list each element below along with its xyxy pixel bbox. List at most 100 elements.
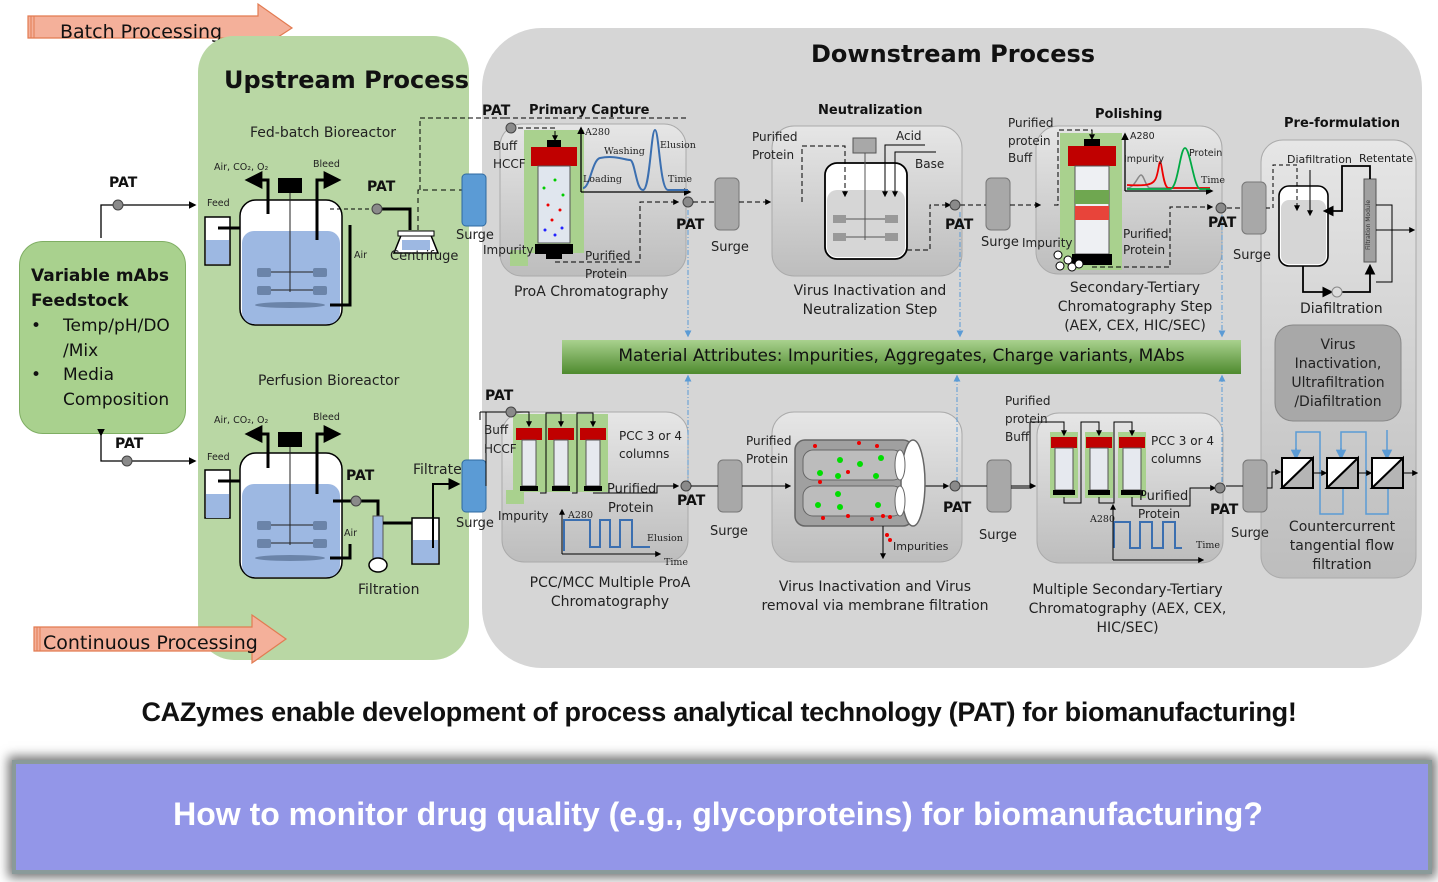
upstream-title: Upstream Process <box>224 66 470 94</box>
filtrate-label: Filtrate <box>413 462 462 478</box>
pat-sensor-icon <box>680 480 692 492</box>
perfusion-title: Perfusion Bioreactor <box>258 373 400 389</box>
virus-uf-df-text: Inactivation, <box>1294 356 1382 372</box>
gas-label: Air, CO₂, O₂ <box>214 415 269 426</box>
washing-label: Washing <box>604 146 645 157</box>
pat-label: PAT <box>346 468 375 484</box>
pat-sensor-icon <box>1215 202 1227 214</box>
surge-label: Surge <box>981 235 1019 250</box>
pcc-columns-icon <box>479 411 680 557</box>
polishing-chromatogram <box>1121 132 1214 195</box>
batch-processing-label: Batch Processing <box>60 21 223 43</box>
pat-data-links <box>684 210 1226 485</box>
filtration-module-label: Filtration Module <box>1365 199 1372 250</box>
purified-label: Purified <box>607 482 657 497</box>
surge-label: Surge <box>711 240 749 255</box>
buff-label: Buff <box>484 423 509 437</box>
purified-label: Purified <box>1123 227 1169 241</box>
feedstock-bullet: Media <box>63 365 115 385</box>
purified-label: Purified <box>746 434 792 448</box>
protein-label: Protein <box>1123 243 1166 257</box>
columns-label: columns <box>1151 452 1202 466</box>
feed-label: Feed <box>207 452 230 463</box>
impurity-peak-label: Impurity <box>1124 154 1164 165</box>
a280-label: A280 <box>585 127 610 138</box>
filtration-label: Filtration <box>358 582 420 598</box>
pat-sensor-icon <box>1214 482 1226 494</box>
diafiltration-icon <box>1266 164 1416 298</box>
surge-tank-icon <box>714 177 740 231</box>
feedstock-box <box>19 241 186 434</box>
pat-label: PAT <box>109 175 138 191</box>
virus-uf-df-text: Ultrafiltration <box>1291 375 1385 391</box>
surge-tank-icon <box>717 459 743 513</box>
surge-label: Surge <box>1231 526 1269 541</box>
surge-tank-icon <box>985 177 1011 231</box>
surge-tank-icon <box>1241 181 1267 235</box>
polishing-caption: Secondary-Tertiary <box>1069 280 1201 296</box>
tff-caption: Countercurrent <box>1288 519 1396 535</box>
air-label: Air <box>344 528 358 539</box>
surge-tank-icon <box>461 173 487 227</box>
neutralization-caption: Virus Inactivation and <box>793 283 947 299</box>
proa-caption: ProA Chromatography <box>514 284 669 300</box>
pat-label: PAT <box>943 500 972 516</box>
material-attributes-bar <box>562 340 1241 374</box>
surge-tank-icon <box>1242 459 1268 513</box>
question-box <box>12 760 1432 874</box>
continuous-processing-arrow <box>33 613 288 665</box>
diafiltration-top-label: Diafiltration <box>1287 153 1352 166</box>
neutralization-heading: Neutralization <box>818 103 923 118</box>
columns-label: columns <box>619 447 670 461</box>
polishing-caption: (AEX, CEX, HIC/SEC) <box>1064 318 1206 334</box>
a280-label: A280 <box>568 510 593 521</box>
polishing-column-icon <box>1053 129 1214 272</box>
hccf-label: HCCF <box>493 157 526 171</box>
gas-label: Air, CO₂, O₂ <box>214 162 269 173</box>
purified-label: Purified <box>1139 489 1189 504</box>
feed-label: Feed <box>207 198 230 209</box>
virus-uf-df-text: Virus <box>1320 337 1356 353</box>
pat-label: PAT <box>677 493 706 509</box>
bleed-label: Bleed <box>313 159 340 170</box>
bullet-dot: • <box>31 365 42 385</box>
neutralization-caption: Neutralization Step <box>802 302 938 318</box>
a280-label: A280 <box>1130 131 1155 142</box>
buff-label: Buff <box>493 139 518 153</box>
centrifuge-label: Centrifuge <box>390 249 459 264</box>
base-label: Base <box>915 157 945 171</box>
polishing-heading: Polishing <box>1095 107 1163 122</box>
primary-capture-heading: Primary Capture <box>529 103 650 118</box>
pat-sensor-icon <box>949 199 961 211</box>
virus-uf-df-text: /Diafiltration <box>1294 394 1382 410</box>
pat-sensor-icon <box>949 480 961 492</box>
time-label: Time <box>668 174 693 185</box>
pat-label: PAT <box>945 217 974 233</box>
protein-label: Protein <box>746 452 789 466</box>
bleed-label: Bleed <box>313 412 340 423</box>
impurities-label: Impurities <box>893 540 949 553</box>
material-attributes-text: Material Attributes: Impurities, Aggrega… <box>618 346 1185 366</box>
pat-label: PAT <box>485 388 514 404</box>
protein-label: Protein <box>608 501 654 516</box>
protein-label: protein <box>1008 134 1051 148</box>
virus-uf-df-box <box>1274 324 1402 422</box>
membrane-filter-icon <box>794 439 926 560</box>
neutralization-tank-icon <box>801 137 952 260</box>
purified-label: Purified <box>585 249 631 263</box>
diafiltration-bottom-label: Diafiltration <box>1300 301 1383 317</box>
tff-units-icon <box>1267 430 1419 515</box>
surge-label: Surge <box>1233 248 1271 263</box>
bullet-dot: • <box>31 316 42 336</box>
pat-label: PAT <box>115 436 144 452</box>
preformulation-heading: Pre-formulation <box>1284 116 1401 131</box>
surge-label: Surge <box>979 528 1017 543</box>
columns-label: PCC 3 or 4 <box>619 429 682 443</box>
pat-sensor-icon <box>112 199 124 211</box>
pat-sensor-icon <box>505 122 517 134</box>
a280-label: A280 <box>1090 514 1115 525</box>
surge-tank-icon <box>461 459 487 513</box>
fed-batch-title: Fed-batch Bioreactor <box>250 125 397 141</box>
multi-polish-caption: Multiple Secondary-Tertiary <box>1032 582 1223 598</box>
chromatogram-plot <box>577 126 692 196</box>
